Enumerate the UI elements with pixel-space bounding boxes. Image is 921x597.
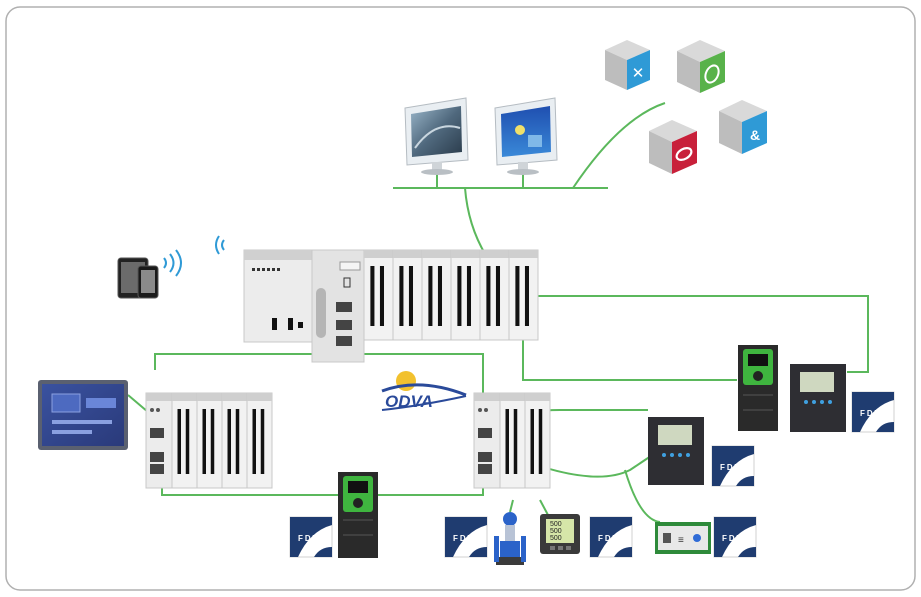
left-io-modules <box>171 392 273 489</box>
software-cube-tools-icon: ✕ <box>605 40 650 90</box>
tablet-phone-icon <box>117 257 159 299</box>
io-module <box>479 249 510 341</box>
io-module <box>221 392 248 489</box>
wifi-icon <box>163 249 182 277</box>
fdt-logo: FDT <box>711 445 755 487</box>
hmi-panel <box>38 380 128 450</box>
io-module <box>524 392 551 489</box>
meter-link <box>539 499 549 516</box>
fdt-logo-text: FDT <box>598 534 620 543</box>
fdt-logo: FDT <box>589 516 633 558</box>
io-module <box>246 392 273 489</box>
software-cube-leaf-icon <box>677 40 725 93</box>
fdt-logo-text: FDT <box>860 409 882 418</box>
protection-relay-middle <box>648 417 704 485</box>
svg-text:≡: ≡ <box>678 535 684 546</box>
distributed-io: ≡ <box>655 522 711 554</box>
io-module <box>171 392 198 489</box>
io-link <box>624 469 661 523</box>
monitor-icon <box>494 97 558 175</box>
io-module <box>499 392 526 489</box>
right-io-modules <box>499 392 551 489</box>
software-cube-puzzle-icon: & <box>719 100 767 154</box>
odva-logo: ODVA <box>381 371 467 411</box>
fdt-logo-text: FDT <box>453 534 475 543</box>
left-io-rack <box>145 392 173 489</box>
fdt-logos: FDT FDT FDT FDT FDT FDT <box>289 391 895 558</box>
power-meter: 500 500 500 <box>540 514 580 554</box>
io-module <box>508 249 539 341</box>
meter-line-2: 500 <box>550 528 562 535</box>
fdt-logo: FDT <box>713 516 757 558</box>
io-module <box>450 249 481 341</box>
fdt-logo: FDT <box>851 391 895 433</box>
odva-logo-text: ODVA <box>385 392 433 411</box>
protection-relay-right <box>790 364 846 432</box>
svg-text:✕: ✕ <box>632 65 645 82</box>
drive-left <box>338 472 378 558</box>
io-module <box>421 249 452 341</box>
io-module <box>196 392 223 489</box>
software-cube-link-icon <box>649 120 697 174</box>
meter-line-1: 500 <box>550 521 562 528</box>
monitor-icon <box>404 97 469 175</box>
fdt-logo: FDT <box>289 516 333 558</box>
fdt-logo-text: FDT <box>722 534 744 543</box>
io-module <box>392 249 423 341</box>
main-plc-rack <box>243 249 365 363</box>
right-io-rack <box>473 392 501 489</box>
svg-text:&: & <box>750 127 760 143</box>
drive-right <box>738 345 778 431</box>
transmitter-link <box>509 499 514 513</box>
cube-link <box>572 102 666 189</box>
flow-transmitter <box>494 512 526 565</box>
plc-to-right <box>528 295 869 373</box>
fdt-logo-text: FDT <box>298 534 320 543</box>
wifi-icon <box>215 235 225 255</box>
plc-down-right <box>522 340 737 381</box>
main-io-modules <box>363 249 539 341</box>
fdt-logo-text: FDT <box>720 463 742 472</box>
io-module <box>363 249 394 341</box>
fdt-logo: FDT <box>444 516 488 558</box>
meter-line-3: 500 <box>550 535 562 542</box>
